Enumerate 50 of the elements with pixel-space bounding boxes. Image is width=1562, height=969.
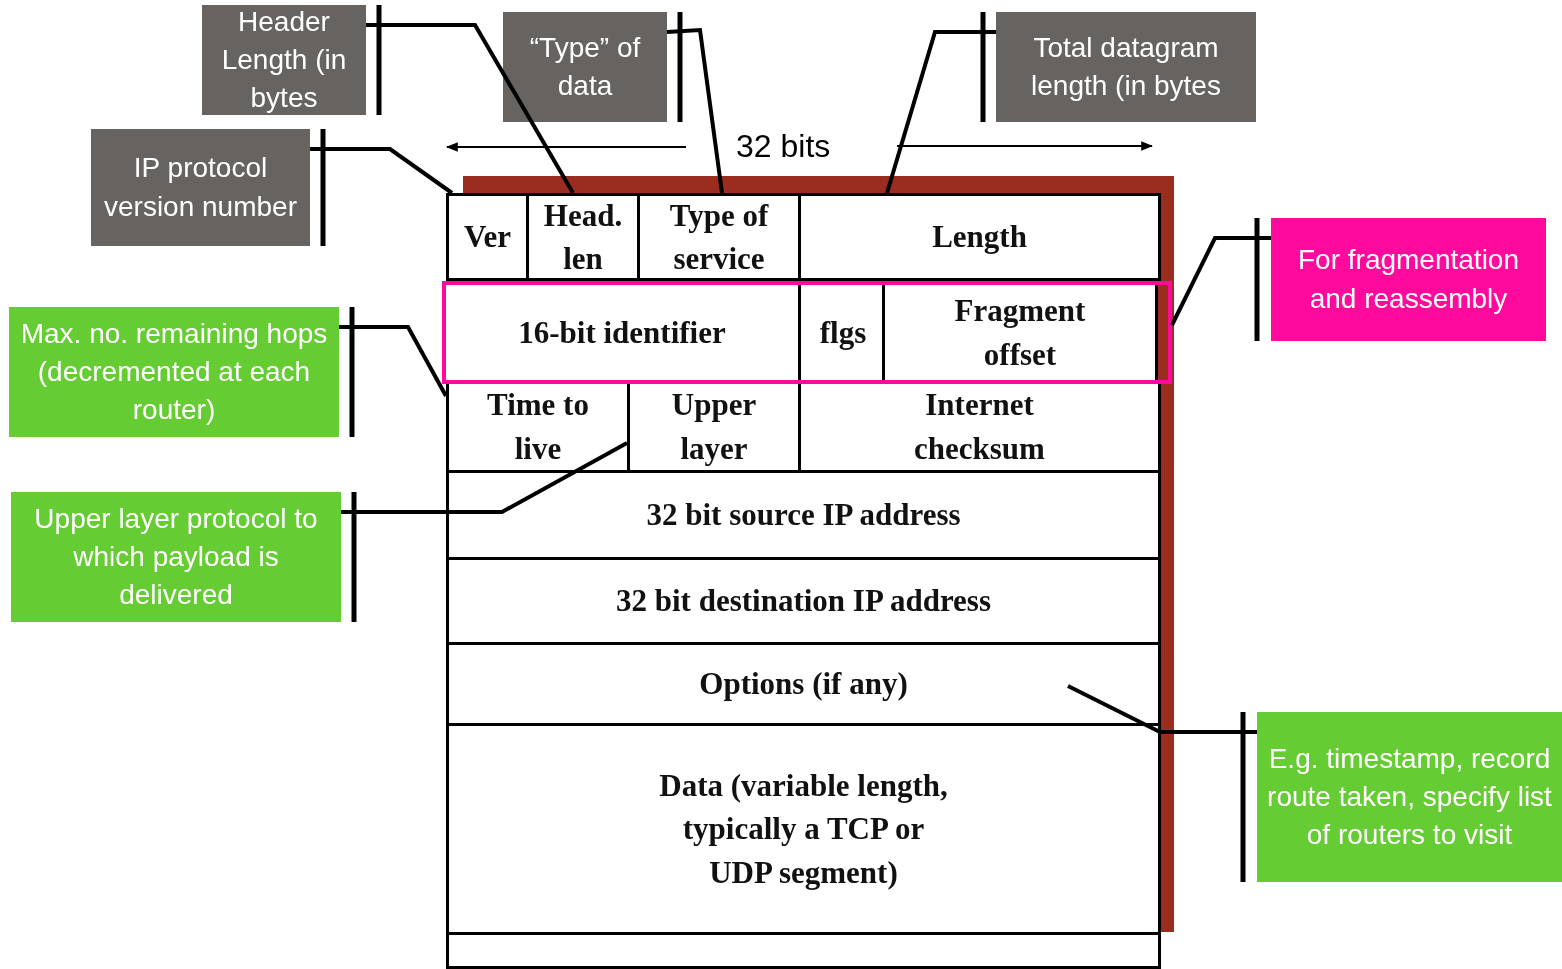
dimension-label: 32 bits — [736, 128, 831, 165]
field-label: Options (if any) — [699, 665, 908, 704]
header-field-cell — [446, 193, 529, 281]
leader-line — [885, 30, 996, 194]
header-field-cell — [882, 285, 1158, 380]
field-label: 32 bit destination IP address — [616, 582, 991, 621]
header-field-cell — [637, 193, 801, 281]
callout-box — [1257, 712, 1562, 882]
callout-text: “Type” of data — [528, 30, 642, 103]
leader-line — [339, 325, 448, 397]
field-label: Upper layer — [670, 386, 758, 468]
field-label: Ver — [463, 218, 512, 257]
callout-text: Header Length (in bytes — [220, 4, 348, 116]
header-field-cell — [446, 723, 1161, 935]
callout-text: Max. no. remaining hops (decremented at each router) — [19, 316, 329, 428]
callout-text: E.g. timestamp, record route taken, specify list of routers to visit — [1266, 741, 1553, 853]
header-field-cell — [526, 193, 640, 281]
callout-box — [9, 307, 339, 437]
field-label: Time to live — [486, 386, 590, 468]
header-field-cell — [446, 557, 1161, 645]
header-field-cell — [446, 932, 1161, 969]
header-field-cell — [446, 470, 1161, 560]
callout-text: IP protocol version number — [103, 151, 298, 224]
leader-line — [310, 147, 454, 195]
callout-box — [11, 492, 341, 622]
field-label: 16-bit identifier — [518, 313, 726, 352]
callout-box — [91, 129, 310, 246]
leader-line — [366, 23, 575, 194]
callout-box — [996, 12, 1256, 122]
field-label: Data (variable length, typically a TCP or UDP segment) — [658, 766, 949, 892]
field-label: Head. len — [543, 196, 623, 278]
leader-line — [1067, 684, 1257, 734]
callout-box — [503, 12, 667, 122]
field-label: flgs — [819, 313, 867, 352]
leader-line — [666, 27, 724, 194]
leader-line — [1170, 236, 1271, 326]
callout-box — [202, 5, 366, 115]
field-label: Internet checksum — [913, 386, 1046, 468]
field-label: 32 bit source IP address — [646, 496, 961, 535]
callout-box — [1271, 218, 1546, 341]
field-label: Type of service — [668, 196, 770, 278]
field-label: Length — [932, 218, 1027, 257]
callout-text: Total datagram length (in bytes — [1030, 30, 1222, 103]
field-label: Fragment offset — [953, 292, 1087, 374]
leader-line — [341, 441, 628, 514]
callout-text: For fragmentation and reassembly — [1297, 243, 1520, 316]
highlight-frame — [442, 281, 1172, 384]
header-field-cell — [798, 193, 1161, 281]
header-field-cell — [446, 642, 1161, 726]
callout-text: Upper layer protocol to which payload is delivered — [33, 501, 319, 613]
